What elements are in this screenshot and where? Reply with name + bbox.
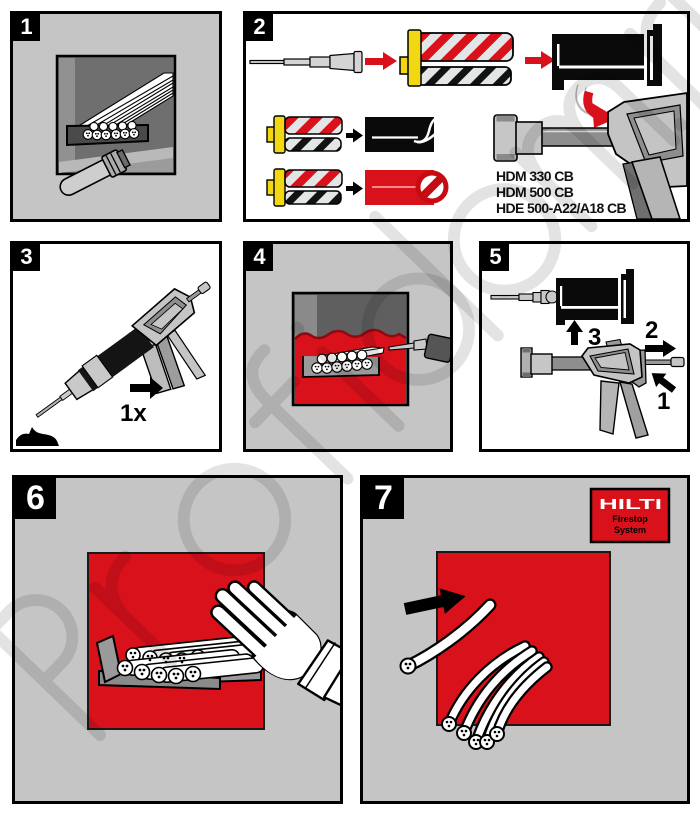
svg-text:2: 2	[645, 317, 658, 344]
svg-text:3: 3	[588, 324, 601, 351]
svg-text:HDM 330 CB: HDM 330 CB	[496, 168, 574, 184]
svg-text:HDM 500 CB: HDM 500 CB	[496, 184, 574, 200]
svg-text:HILTI: HILTI	[599, 496, 662, 513]
svg-text:1x: 1x	[120, 400, 147, 427]
svg-text:HDE 500-A22/A18 CB: HDE 500-A22/A18 CB	[496, 200, 627, 216]
svg-text:1: 1	[657, 388, 670, 415]
svg-text:Firestop: Firestop	[612, 514, 648, 524]
svg-text:System: System	[614, 525, 646, 535]
